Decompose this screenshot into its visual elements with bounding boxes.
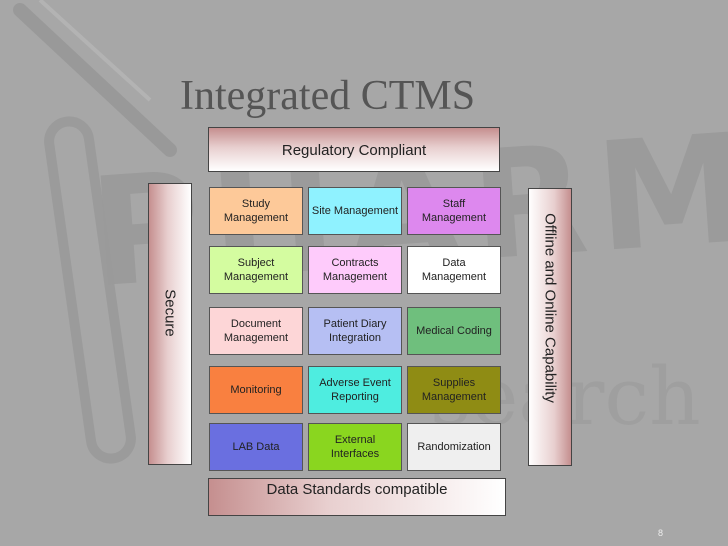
module-label: Staff Management [421, 198, 487, 224]
page-title: Integrated CTMS [180, 73, 476, 119]
data-standards-bar: Data Standards compatible [208, 478, 506, 516]
module-box: LAB Data [209, 423, 303, 471]
module-box: Adverse Event Reporting [308, 366, 402, 414]
module-label: Adverse Event Reporting [319, 377, 391, 403]
module-box: Monitoring [209, 366, 303, 414]
module-label: Subject Management [223, 257, 289, 283]
regulatory-compliant-bar: Regulatory Compliant [208, 127, 500, 172]
module-box: Randomization [407, 423, 501, 471]
module-label: Patient Diary Integration [323, 318, 387, 344]
offline-online-capability-label: Offline and Online Capability [541, 212, 559, 403]
module-box: Staff Management [407, 187, 501, 235]
regulatory-compliant-label: Regulatory Compliant [281, 142, 427, 159]
module-label: Data Management [421, 257, 487, 283]
module-label: LAB Data [232, 441, 280, 453]
module-box: Data Management [407, 246, 501, 294]
module-label: Site Management [311, 205, 399, 217]
module-box: Contracts Management [308, 246, 402, 294]
module-label: Document Management [223, 318, 289, 344]
module-box: Patient Diary Integration [308, 307, 402, 355]
module-box: Subject Management [209, 246, 303, 294]
module-label: Medical Coding [416, 325, 492, 337]
module-label: Supplies Management [421, 377, 487, 403]
module-label: External Interfaces [330, 434, 380, 460]
secure-bar: Secure [148, 183, 192, 465]
offline-online-capability-bar: Offline and Online Capability [528, 188, 572, 466]
module-box: Site Management [308, 187, 402, 235]
module-label: Randomization [417, 441, 491, 453]
secure-label: Secure [161, 289, 179, 337]
module-box: Supplies Management [407, 366, 501, 414]
module-box: Medical Coding [407, 307, 501, 355]
module-box: External Interfaces [308, 423, 402, 471]
data-standards-label: Data Standards compatible [266, 481, 448, 498]
module-label: Monitoring [230, 384, 282, 396]
module-box: Study Management [209, 187, 303, 235]
module-label: Study Management [223, 198, 289, 224]
module-label: Contracts Management [322, 257, 388, 283]
module-box: Document Management [209, 307, 303, 355]
page-number: 8 [658, 528, 664, 538]
